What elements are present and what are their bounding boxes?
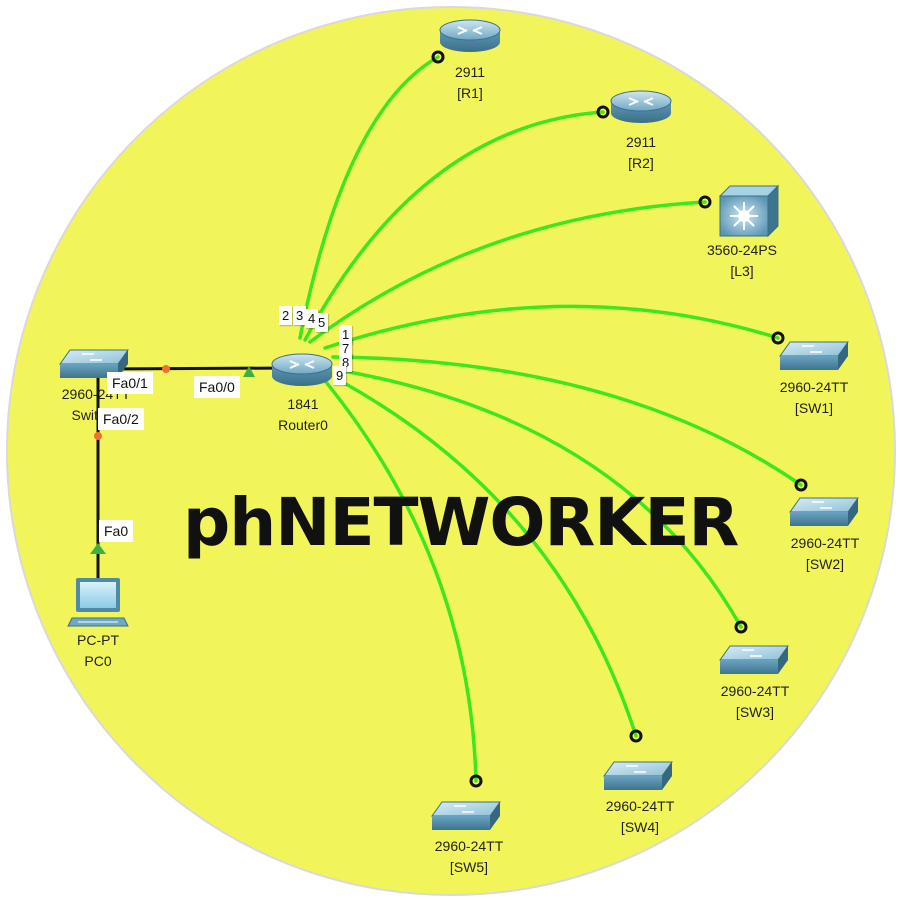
- pc-icon[interactable]: [67, 578, 129, 627]
- device-model: 1841: [287, 396, 319, 412]
- device-label-sw5: 2960-24TT [SW5]: [435, 836, 503, 878]
- device-name: [L3]: [730, 263, 754, 279]
- port-marker: [734, 620, 748, 634]
- port-number-tag: 2: [279, 306, 293, 325]
- switch-icon[interactable]: [789, 497, 859, 526]
- device-name: PC0: [84, 653, 112, 669]
- port-status-down: [94, 432, 102, 440]
- device-model: 2911: [454, 64, 486, 80]
- link-switch0-router0[interactable]: [99, 366, 291, 371]
- link-sw5[interactable]: [324, 380, 478, 783]
- device-label-r1: 2911 [R1]: [455, 62, 485, 104]
- port-status-up: [243, 366, 255, 377]
- router-icon[interactable]: [271, 353, 333, 386]
- port-marker: [698, 195, 712, 209]
- port-marker: [771, 331, 785, 345]
- port-number-tag: 5: [315, 313, 329, 332]
- device-name: [SW4]: [620, 819, 660, 835]
- port-label-fa0-1: Fa0/1: [107, 372, 153, 394]
- device-name: [SW2]: [805, 556, 845, 572]
- switch-icon[interactable]: [779, 341, 849, 370]
- multilayer-switch-icon[interactable]: [718, 184, 780, 238]
- device-label-l3: 3560-24PS [L3]: [707, 240, 777, 282]
- device-label-pc0: PC-PT PC0: [77, 630, 119, 672]
- device-name: [R1]: [457, 85, 483, 101]
- device-model: 3560-24PS: [706, 242, 778, 258]
- device-model: 2911: [625, 134, 657, 150]
- device-name: [SW1]: [794, 400, 834, 416]
- device-label-router0: 1841 Router0: [278, 394, 328, 436]
- port-number-tag: 4: [305, 309, 319, 328]
- background-circle: [6, 6, 896, 896]
- link-l3[interactable]: [308, 200, 707, 344]
- watermark-title: phNETWORKER: [183, 484, 739, 561]
- device-model: PC-PT: [77, 632, 119, 648]
- device-model: 2960-24TT: [720, 683, 790, 699]
- link-sw3[interactable]: [336, 368, 743, 629]
- port-status-down: [162, 365, 170, 373]
- port-label-fa0-0: Fa0/0: [194, 376, 240, 398]
- router-icon[interactable]: [610, 90, 672, 123]
- device-model: 2960-24TT: [790, 535, 860, 551]
- port-label-fa0-2: Fa0/2: [98, 408, 144, 430]
- port-marker: [794, 478, 808, 492]
- link-sw4[interactable]: [333, 376, 638, 738]
- port-label-fa0: Fa0: [99, 520, 134, 542]
- device-name: [SW5]: [449, 859, 489, 875]
- switch-icon[interactable]: [719, 645, 789, 674]
- device-label-r2: 2911 [R2]: [626, 132, 656, 174]
- port-marker: [629, 729, 643, 743]
- port-status-up: [90, 543, 106, 554]
- switch-icon[interactable]: [603, 761, 673, 790]
- port-number-tag: 9: [333, 366, 347, 385]
- device-name: [SW3]: [735, 704, 775, 720]
- switch-icon[interactable]: [431, 801, 501, 830]
- link-r2[interactable]: [303, 110, 605, 342]
- device-label-sw3: 2960-24TT [SW3]: [721, 681, 789, 723]
- link-sw1[interactable]: [323, 304, 780, 350]
- port-marker: [596, 105, 610, 119]
- device-name: Router0: [278, 417, 328, 433]
- switch-icon[interactable]: [59, 349, 129, 378]
- port-marker: [469, 774, 483, 788]
- device-label-sw1: 2960-24TT [SW1]: [780, 377, 848, 419]
- router-icon[interactable]: [439, 19, 501, 52]
- link-sw2[interactable]: [331, 355, 803, 487]
- device-model: 2960-24TT: [605, 798, 675, 814]
- device-label-sw4: 2960-24TT [SW4]: [606, 796, 674, 838]
- port-marker: [431, 50, 445, 64]
- device-label-sw2: 2960-24TT [SW2]: [791, 533, 859, 575]
- link-r1[interactable]: [298, 55, 440, 340]
- device-model: 2960-24TT: [434, 838, 504, 854]
- device-name: [R2]: [628, 155, 654, 171]
- port-number-tag: 3: [293, 306, 307, 325]
- device-model: 2960-24TT: [779, 379, 849, 395]
